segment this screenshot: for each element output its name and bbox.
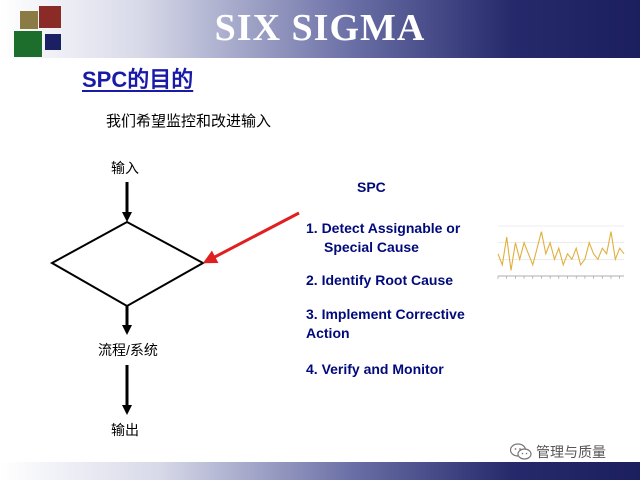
watermark: 管理与质量 [510, 441, 606, 463]
spc-step-2: 2. Identify Root Cause [306, 271, 453, 290]
mini-chart-series-line [497, 231, 625, 271]
footer-bar [0, 462, 640, 480]
wechat-icon [510, 443, 532, 460]
output-label: 输出 [111, 422, 139, 438]
spc-step-2-line1: 2. Identify Root Cause [306, 272, 454, 288]
logo-square-olive [20, 11, 38, 29]
spc-step-3-line1: 3. Implement Corrective [306, 306, 465, 322]
logo-square-maroon [39, 6, 61, 28]
spc-step-3-line2: Action [306, 325, 350, 341]
spc-heading: SPC [357, 179, 386, 195]
spc-step-1-line2: Special Cause [324, 239, 419, 255]
spc-step-1: 1. Detect Assignable or Special Cause [306, 219, 460, 257]
logo-square-navy [45, 34, 61, 50]
watermark-text: 管理与质量 [536, 444, 606, 460]
process-diamond [49, 220, 206, 308]
spc-step-4-line1: 4. Verify and Monitor [306, 361, 444, 377]
spc-step-3: 3. Implement Corrective Action [306, 305, 465, 343]
subtitle: 我们希望监控和改进输入 [106, 113, 272, 130]
process-label: 流程/系统 [98, 342, 158, 358]
spc-step-1-line1: 1. Detect Assignable or [306, 220, 461, 236]
red-pointer-arrow [202, 211, 300, 264]
logo-square-green [14, 31, 42, 57]
header-banner: SIX SIGMA [0, 0, 640, 58]
header-title: SIX SIGMA [214, 7, 426, 49]
input-label: 输入 [111, 160, 139, 176]
page-title: SPC的目的 [82, 67, 194, 92]
spc-step-4: 4. Verify and Monitor [306, 360, 444, 379]
control-chart-thumbnail [497, 225, 625, 279]
